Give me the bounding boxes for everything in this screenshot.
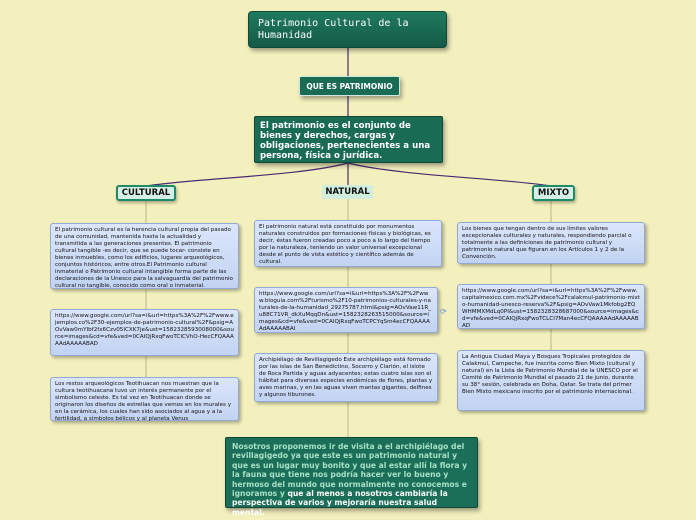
mixto-example-node[interactable]: La Antigua Ciudad Maya y Bosques Tropica… [457, 350, 645, 411]
title-node[interactable]: Patrimonio Cultural de la Humanidad [248, 11, 447, 48]
category-mixto[interactable]: MIXTO [532, 185, 575, 201]
mixto-link-node[interactable]: https://www.google.com/url?sa=i&url=http… [457, 284, 645, 329]
connector-definition-mixto [347, 162, 552, 187]
mixto-example-text: La Antigua Ciudad Maya y Bosques Tropica… [462, 354, 638, 395]
definition-text: El patrimonio es el conjunto de bienes y… [260, 121, 431, 161]
category-natural[interactable]: NATURAL [322, 185, 373, 199]
connector-definition-cultural [145, 162, 349, 187]
natural-link-text: https://www.google.com/url?sa=i&url=http… [259, 291, 432, 332]
category-natural-label: NATURAL [325, 187, 370, 197]
cultural-link-node[interactable]: https://www.google.com/url?sa=i&url=http… [50, 309, 239, 356]
cultural-link-text: https://www.google.com/url?sa=i&url=http… [55, 313, 234, 347]
loading-spinner-icon: ⟳ [440, 307, 447, 316]
question-node[interactable]: QUE ES PATRIMONIO [299, 76, 400, 96]
category-mixto-label: MIXTO [537, 188, 570, 198]
conclusion-main-text: Nosotros proponemos ir de visita a el ar… [232, 442, 468, 499]
category-cultural[interactable]: CULTURAL [116, 185, 176, 201]
natural-example-text: Archipiélago de Revillagigedo Este archi… [259, 357, 433, 398]
natural-description-node[interactable]: El patrimonio natural está constituido p… [254, 220, 442, 267]
title-text: Patrimonio Cultural de la Humanidad [258, 18, 409, 41]
conclusion-tail-text: que al menos a nosotros cambiaría la per… [232, 489, 448, 517]
definition-node[interactable]: El patrimonio es el conjunto de bienes y… [254, 116, 443, 163]
mixto-description-text: Los bienes que tengan dentro de sus lími… [462, 226, 632, 260]
natural-link-node[interactable]: https://www.google.com/url?sa=i&url=http… [254, 287, 438, 333]
category-cultural-label: CULTURAL [121, 188, 171, 198]
cultural-example-text: Los restos arqueológicos Teotihuacan nos… [55, 381, 232, 422]
cultural-description-node[interactable]: El patrimonio cultural es la herencia cu… [50, 223, 239, 289]
mixto-link-text: https://www.google.com/url?sa=i&url=http… [462, 288, 640, 329]
natural-description-text: El patrimonio natural está constituido p… [259, 224, 431, 265]
mixto-description-node[interactable]: Los bienes que tengan dentro de sus lími… [457, 222, 645, 264]
natural-example-node[interactable]: Archipiélago de Revillagigedo Este archi… [254, 353, 438, 402]
cultural-example-node[interactable]: Los restos arqueológicos Teotihuacan nos… [50, 377, 239, 422]
question-text: QUE ES PATRIMONIO [306, 82, 393, 91]
cultural-description-text: El patrimonio cultural es la herencia cu… [55, 227, 233, 289]
conclusion-node[interactable]: Nosotros proponemos ir de visita a el ar… [225, 437, 478, 517]
